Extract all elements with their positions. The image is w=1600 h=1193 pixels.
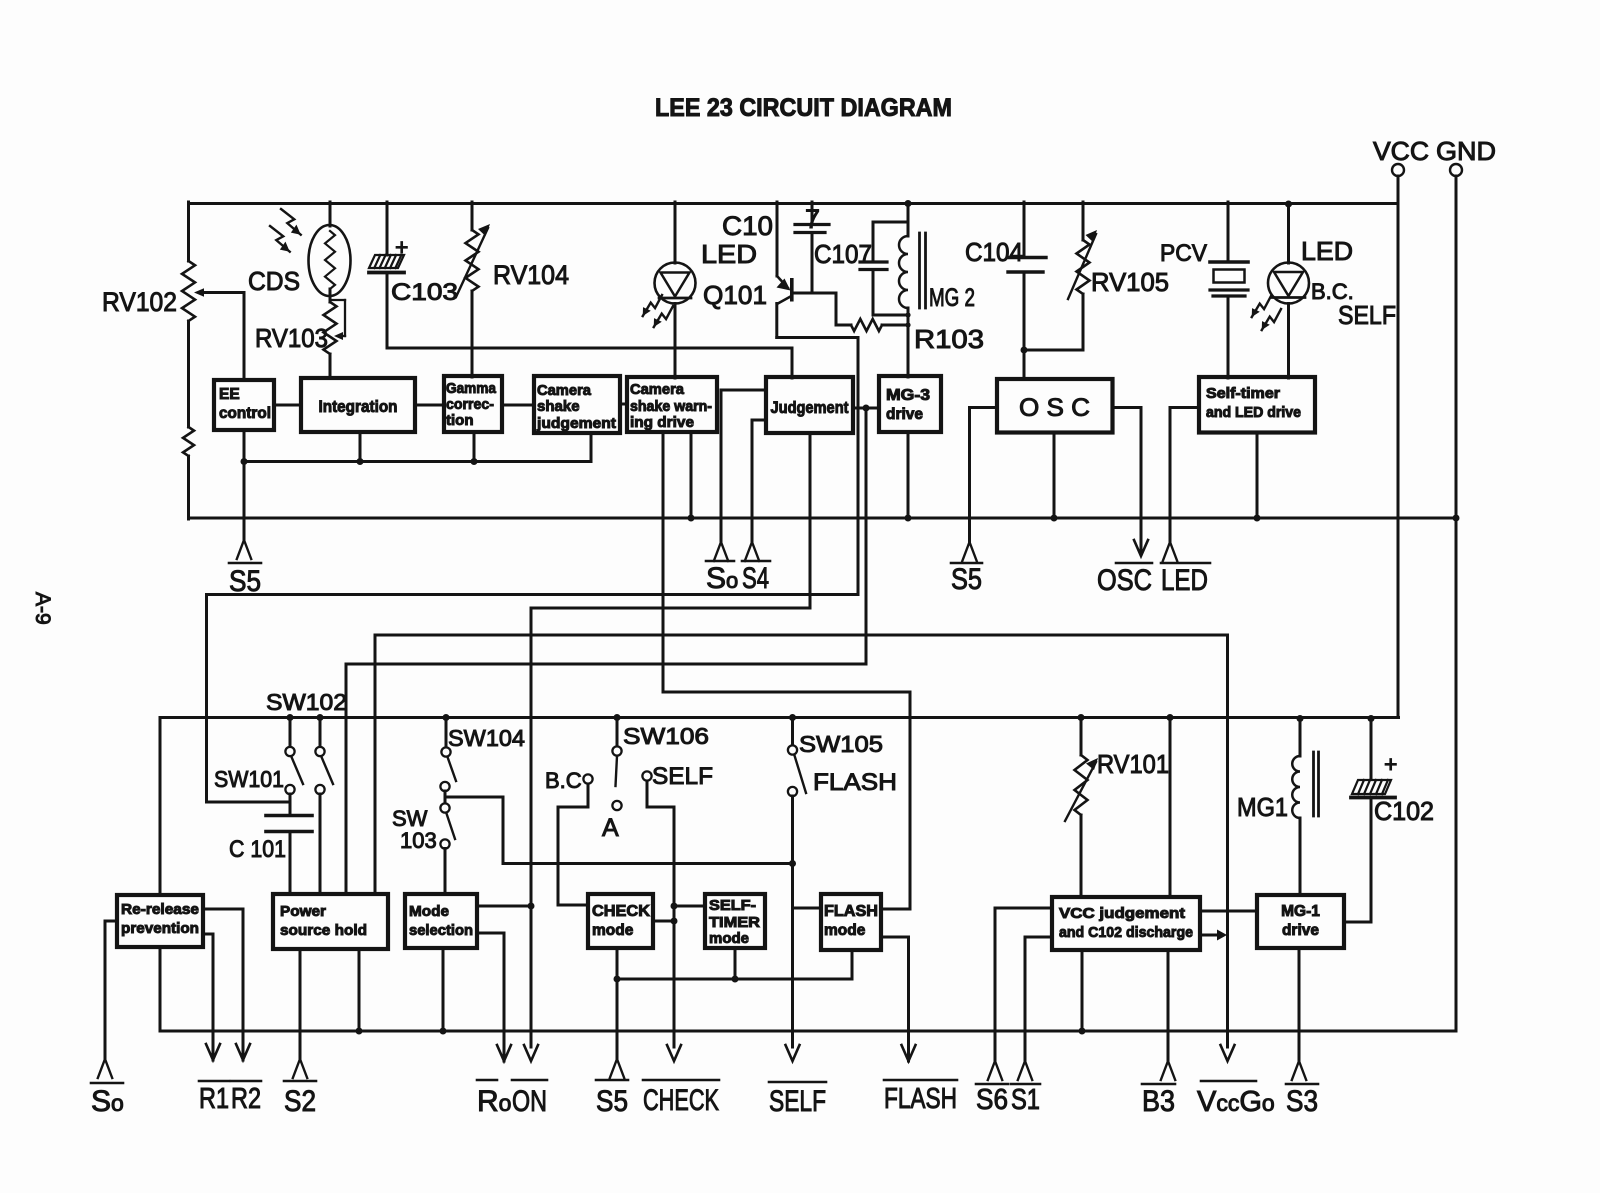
svg-text:RV103: RV103 — [255, 323, 328, 353]
svg-text:MG-1: MG-1 — [1281, 903, 1320, 920]
svg-text:A-9: A-9 — [31, 592, 54, 625]
svg-text:CDS: CDS — [248, 266, 300, 296]
svg-text:+: + — [395, 234, 408, 260]
svg-text:Judgement: Judgement — [771, 399, 849, 417]
svg-text:Integration: Integration — [319, 398, 398, 416]
svg-text:and C102 discharge: and C102 discharge — [1059, 924, 1193, 941]
svg-text:LED: LED — [1161, 564, 1208, 597]
svg-text:mode: mode — [824, 922, 866, 939]
svg-text:7: 7 — [805, 204, 820, 234]
svg-text:R1: R1 — [199, 1083, 229, 1115]
svg-text:RV105: RV105 — [1091, 267, 1169, 297]
svg-text:RV101: RV101 — [1097, 749, 1169, 779]
svg-text:RV104: RV104 — [493, 260, 569, 290]
svg-text:VCC judgement: VCC judgement — [1059, 905, 1185, 922]
svg-text:O S C: O S C — [1019, 394, 1090, 422]
svg-text:B.C: B.C — [545, 768, 582, 793]
svg-text:TIMER: TIMER — [709, 914, 760, 931]
svg-text:Gamma: Gamma — [446, 380, 497, 397]
svg-text:shake: shake — [537, 398, 580, 415]
svg-text:SW101: SW101 — [214, 766, 284, 792]
svg-text:Camera: Camera — [630, 381, 685, 398]
svg-text:mode: mode — [592, 922, 634, 939]
svg-text:shake warn-: shake warn- — [630, 398, 712, 415]
svg-text:source hold: source hold — [280, 922, 367, 939]
svg-text:S5: S5 — [951, 563, 982, 596]
svg-text:drive: drive — [1282, 922, 1319, 939]
svg-text:C102: C102 — [1374, 796, 1434, 826]
svg-text:VCC: VCC — [1373, 136, 1429, 166]
svg-text:So: So — [706, 562, 738, 595]
svg-text:So: So — [91, 1085, 124, 1118]
svg-text:EE: EE — [219, 386, 240, 403]
svg-text:Ro: Ro — [477, 1085, 511, 1118]
svg-text:LED: LED — [701, 239, 757, 269]
svg-text:LEE 23 CIRCUIT DIAGRAM: LEE 23 CIRCUIT DIAGRAM — [655, 94, 952, 122]
svg-text:mode: mode — [709, 930, 749, 947]
svg-text:CHECK: CHECK — [643, 1084, 719, 1117]
svg-text:S5: S5 — [596, 1085, 628, 1118]
svg-text:B3: B3 — [1142, 1085, 1175, 1118]
svg-text:R2: R2 — [231, 1083, 261, 1115]
svg-text:correc-: correc- — [446, 396, 494, 413]
svg-text:OSC: OSC — [1097, 564, 1152, 597]
svg-text:control: control — [219, 405, 271, 422]
svg-text:S1: S1 — [1011, 1084, 1040, 1116]
svg-text:Camera: Camera — [537, 382, 592, 399]
svg-text:judgement: judgement — [536, 415, 616, 432]
svg-text:FLASH: FLASH — [824, 903, 878, 920]
svg-text:SELF-: SELF- — [709, 897, 756, 914]
svg-text:C104: C104 — [965, 237, 1023, 267]
svg-text:C 101: C 101 — [229, 836, 286, 863]
svg-text:MG1: MG1 — [1237, 792, 1288, 822]
svg-text:SW104: SW104 — [448, 725, 525, 751]
svg-text:Power: Power — [280, 903, 326, 920]
svg-text:and LED drive: and LED drive — [1206, 405, 1301, 421]
svg-text:B.C.: B.C. — [1311, 279, 1354, 304]
svg-text:SW105: SW105 — [799, 731, 883, 757]
svg-text:+: + — [1384, 751, 1397, 777]
svg-text:RV102: RV102 — [102, 287, 177, 317]
svg-text:S3: S3 — [1286, 1085, 1318, 1118]
svg-text:Mode: Mode — [409, 903, 449, 920]
svg-text:ON: ON — [512, 1085, 547, 1118]
svg-text:MG 2: MG 2 — [929, 284, 975, 312]
svg-text:LED: LED — [1301, 236, 1353, 266]
svg-text:R103: R103 — [914, 324, 984, 354]
svg-text:FLASH: FLASH — [884, 1083, 957, 1115]
svg-text:C103: C103 — [391, 279, 458, 306]
svg-text:MG-3: MG-3 — [886, 387, 930, 404]
svg-text:CHECK: CHECK — [592, 903, 651, 920]
svg-text:SW: SW — [392, 806, 428, 831]
svg-text:S6: S6 — [976, 1084, 1008, 1116]
svg-text:SELF: SELF — [769, 1085, 826, 1118]
svg-text:FLASH: FLASH — [813, 769, 897, 796]
svg-text:Self-timer: Self-timer — [1206, 386, 1280, 402]
svg-text:ing drive: ing drive — [630, 414, 694, 431]
svg-text:S2: S2 — [284, 1085, 316, 1118]
svg-text:selection: selection — [409, 922, 473, 939]
svg-text:S4: S4 — [742, 562, 769, 595]
svg-text:C10: C10 — [722, 211, 773, 241]
svg-text:PCV: PCV — [1160, 240, 1207, 267]
svg-text:VccGo: VccGo — [1197, 1086, 1275, 1118]
svg-text:SELF: SELF — [652, 763, 713, 790]
svg-text:SELF: SELF — [1338, 300, 1396, 330]
svg-text:GND: GND — [1436, 136, 1496, 166]
svg-text:SW102: SW102 — [266, 689, 347, 715]
svg-text:A: A — [602, 814, 619, 842]
svg-text:C107: C107 — [814, 239, 872, 269]
svg-text:prevention: prevention — [121, 920, 199, 937]
svg-text:Re-release: Re-release — [121, 901, 199, 918]
svg-text:S5: S5 — [229, 565, 261, 598]
svg-text:tion: tion — [446, 412, 474, 429]
svg-text:103: 103 — [400, 828, 437, 853]
svg-text:SW106: SW106 — [623, 723, 709, 749]
svg-text:drive: drive — [886, 406, 923, 423]
svg-text:Q101: Q101 — [703, 280, 767, 310]
